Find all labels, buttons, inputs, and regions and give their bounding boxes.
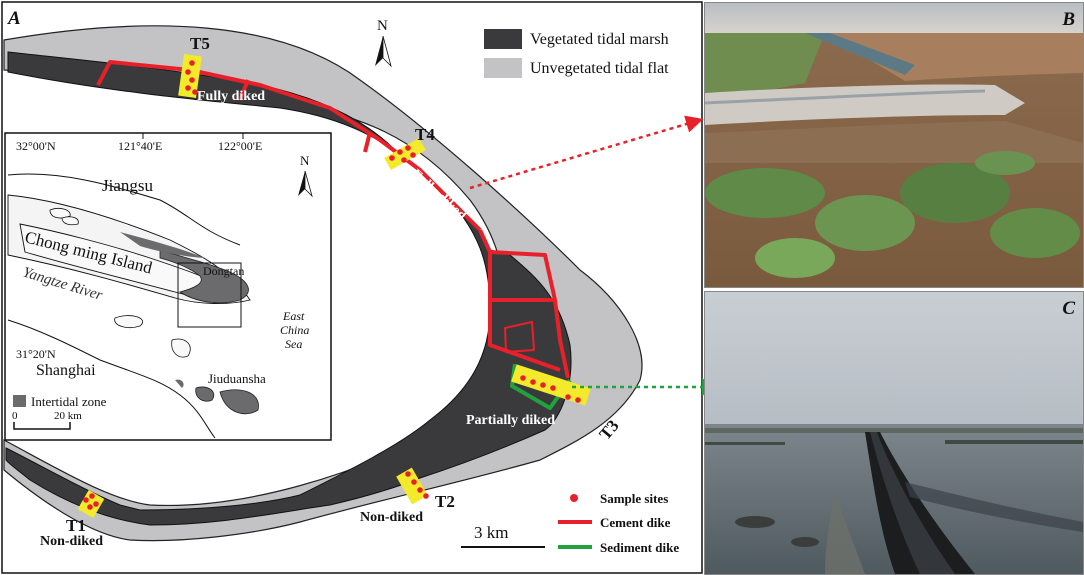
inset-island-3 (114, 315, 143, 328)
photo-c: C (704, 291, 1084, 575)
sample-site (405, 145, 411, 151)
sample-site (423, 493, 429, 499)
scale-bar: 3 km (461, 523, 545, 548)
inset-small-island-2 (61, 216, 79, 226)
transect-band-t4 (384, 137, 426, 171)
sample-sites (83, 60, 581, 510)
cement-dike-north (96, 60, 482, 232)
photo-b-image (705, 3, 1083, 287)
inset-legend-swatch (13, 395, 26, 407)
inset-island-4 (171, 338, 191, 358)
sample-site (401, 157, 407, 163)
cement-dikes (96, 60, 570, 379)
legend-label-vegetated: Vegetated tidal marsh (530, 31, 669, 48)
sample-site (550, 385, 556, 391)
legend-label-sediment: Sediment dike (600, 540, 679, 555)
sample-site (540, 382, 546, 388)
inset-shanghai: Shanghai (36, 362, 96, 379)
inset-ecs-1: East (282, 309, 305, 323)
sample-site (89, 493, 95, 499)
inset-scale-20: 20 km (54, 410, 82, 422)
inset-coast-north (7, 173, 241, 246)
legend-label-sample: Sample sites (600, 491, 668, 506)
legend-bottom: Sample sites Cement dike Sediment dike (558, 491, 679, 555)
transect-band-t5 (178, 53, 202, 99)
legend-top: Vegetated tidal marsh Unvegetated tidal … (484, 29, 669, 78)
panel-c-label: C (1062, 298, 1075, 319)
north-label: N (377, 18, 388, 34)
sample-site (530, 379, 536, 385)
legend-swatch-sample (570, 494, 578, 502)
sample-site (575, 397, 581, 403)
cement-dike-inner-2 (488, 300, 561, 372)
annotation-fully-diked-t5: Fully diked (197, 89, 265, 104)
annotation-partially-diked: Partially diked (466, 413, 555, 428)
scale-label: 3 km (474, 523, 508, 542)
transect-label-t2: T2 (435, 492, 455, 511)
cement-dike-east (478, 229, 570, 379)
sample-site (87, 504, 93, 510)
transect-label-t5: T5 (190, 34, 210, 53)
inset-jiangsu: Jiangsu (102, 176, 154, 195)
photo-c-image (705, 292, 1083, 574)
sample-site (565, 394, 571, 400)
inset-lat-bottom: 31°20'N (16, 347, 56, 361)
inset-lon-left: 121°40'E (118, 139, 162, 153)
sample-site (520, 375, 526, 381)
sample-site (411, 479, 417, 485)
sample-site (410, 152, 416, 158)
inset-lat-top: 32°00'N (16, 139, 56, 153)
inset-coast-south (7, 319, 216, 439)
inset-north-label: N (300, 153, 310, 168)
sample-site (185, 69, 191, 75)
sample-site (185, 85, 191, 91)
inset-legend-label: Intertidal zone (31, 394, 107, 409)
photo-b: B (704, 2, 1084, 288)
inset-jiuduansha-3 (175, 379, 184, 388)
annotation-non-diked-t1: Non-diked (40, 534, 103, 549)
sample-site (93, 501, 99, 507)
transect-label-t4: T4 (415, 125, 435, 144)
inset-scale-line (13, 422, 71, 430)
inset-jiuduansha-2 (219, 389, 259, 415)
sample-site (405, 471, 411, 477)
transect-band-t3 (511, 364, 591, 406)
inset-map: 32°00'N 121°40'E 122°00'E Jiangsu Chong … (4, 132, 332, 441)
sample-site (189, 60, 195, 66)
sample-site (192, 89, 198, 95)
legend-swatch-unvegetated (484, 58, 522, 78)
inset-ecs-3: Sea (285, 337, 302, 351)
inset-intertidal-north (120, 232, 205, 258)
cement-dike-north-spur-2 (363, 131, 372, 153)
inset-jiuduansha-1 (195, 386, 215, 402)
legend-label-unvegetated: Unvegetated tidal flat (530, 60, 669, 77)
panel-b-label: B (1062, 9, 1075, 30)
sample-site (417, 487, 423, 493)
inset-scale-0: 0 (12, 410, 18, 422)
legend-label-cement: Cement dike (600, 515, 671, 530)
sample-site (189, 77, 195, 83)
transect-label-t1: T1 (66, 516, 86, 535)
inset-jiuduansha: Jiuduansha (208, 371, 266, 386)
north-arrow: N (375, 18, 392, 68)
inset-dongtan-box (177, 262, 242, 328)
inset-ecs-2: China (280, 323, 309, 337)
panel-a-label: A (7, 8, 21, 29)
sample-site (389, 155, 395, 161)
cement-dike-north-spur (238, 79, 250, 101)
annotation-non-diked-t2: Non-diked (360, 510, 423, 525)
legend-swatch-vegetated (484, 29, 522, 49)
sample-site (397, 149, 403, 155)
sample-site (83, 497, 89, 503)
cement-dike-inner-box (504, 321, 535, 353)
inset-dongtan: Dongtan (203, 264, 244, 278)
inset-lon-right: 122°00'E (218, 139, 262, 153)
inset-small-island-1 (49, 208, 71, 219)
transect-band-t1 (77, 489, 105, 519)
transect-band-t2 (396, 467, 428, 505)
